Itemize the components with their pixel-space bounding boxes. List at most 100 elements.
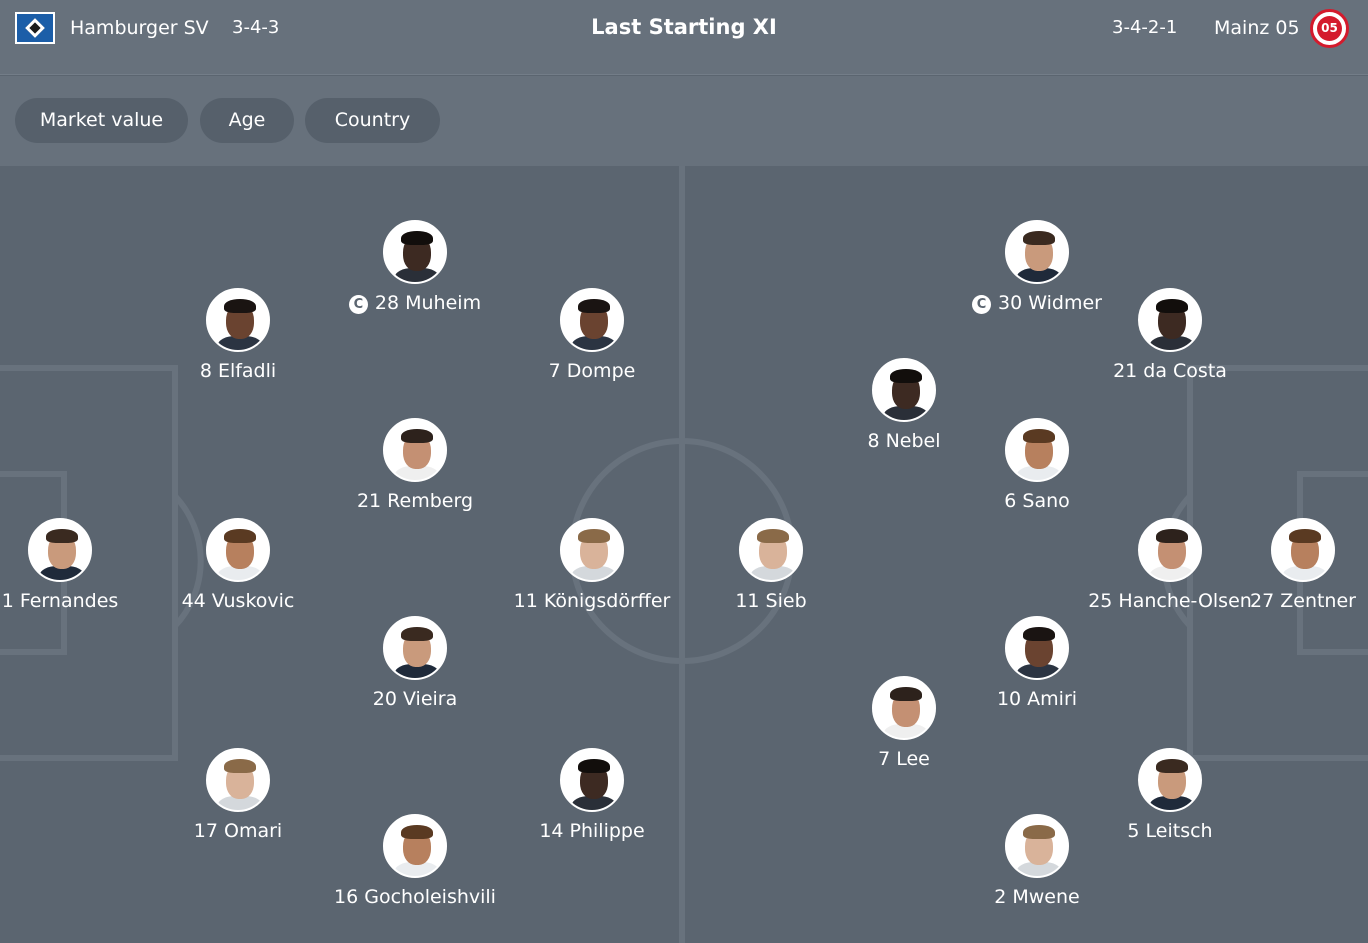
player-name[interactable]: 44 Vuskovic [148,590,328,612]
player-name[interactable]: 8 Nebel [814,430,994,452]
player-avatar[interactable] [1138,518,1202,582]
home-player[interactable]: 21 Remberg [325,418,505,512]
mainz-05-logo: 05 [1310,9,1349,48]
player-label: 5 Leitsch [1127,820,1213,842]
player-name[interactable]: 7 Lee [814,748,994,770]
home-player[interactable]: 16 Gocholeishvili [325,814,505,908]
player-avatar[interactable] [1138,288,1202,352]
player-avatar[interactable] [872,358,936,422]
captain-badge-icon: C [972,295,992,314]
player-label: 17 Omari [193,820,283,842]
home-formation: 3-4-3 [232,17,280,38]
player-label: 21 Remberg [356,490,474,512]
away-player[interactable]: 11 Sieb [681,518,861,612]
player-name[interactable]: 1 Fernandes [0,590,150,612]
captain-badge-icon: C [348,295,368,314]
home-player[interactable]: 11 Königsdörffer [502,518,682,612]
player-name[interactable]: 11 Königsdörffer [502,590,682,612]
country-filter-button[interactable]: Country [305,98,440,143]
hamburger-sv-logo [15,12,55,44]
away-player[interactable]: 10 Amiri [947,616,1127,710]
player-avatar[interactable] [739,518,803,582]
player-label: 28 Muheim [374,292,482,314]
player-name[interactable]: 16 Gocholeishvili [325,886,505,908]
home-player[interactable]: 7 Dompe [502,288,682,382]
away-player[interactable]: 5 Leitsch [1080,748,1260,842]
away-player[interactable]: 8 Nebel [814,358,994,452]
home-player[interactable]: 8 Elfadli [148,288,328,382]
player-name[interactable]: 14 Philippe [502,820,682,842]
player-label: 10 Amiri [996,688,1078,710]
player-avatar[interactable] [1005,418,1069,482]
away-formation: 3-4-2-1 [1112,17,1178,38]
away-player[interactable]: C 30 Widmer [947,220,1127,314]
player-avatar[interactable] [560,518,624,582]
player-name[interactable]: 10 Amiri [947,688,1127,710]
player-name[interactable]: 17 Omari [148,820,328,842]
player-avatar[interactable] [1138,748,1202,812]
age-filter-button[interactable]: Age [200,98,294,143]
player-name[interactable]: 20 Vieira [325,688,505,710]
away-player[interactable]: 21 da Costa [1080,288,1260,382]
player-avatar[interactable] [872,676,936,740]
home-player[interactable]: 20 Vieira [325,616,505,710]
player-avatar[interactable] [1005,220,1069,284]
away-player[interactable]: 7 Lee [814,676,994,770]
player-name[interactable]: 7 Dompe [502,360,682,382]
home-player[interactable]: 44 Vuskovic [148,518,328,612]
player-label: 7 Dompe [548,360,636,382]
player-label: 20 Vieira [372,688,458,710]
filter-bar: Market value Age Country [0,76,1368,166]
player-avatar[interactable] [206,748,270,812]
mainz-logo-text: 05 [1317,16,1342,41]
away-team-name[interactable]: Mainz 05 [1214,17,1300,39]
player-label: 1 Fernandes [1,590,119,612]
home-player[interactable]: C 28 Muheim [325,220,505,314]
player-name[interactable]: 21 Remberg [325,490,505,512]
pitch: 1 Fernandes 44 Vuskovic 8 Elfadli 17 Omari C… [0,166,1368,943]
player-label: 30 Widmer [998,292,1102,314]
player-label: 14 Philippe [539,820,645,842]
player-label: 2 Mwene [994,886,1080,908]
market-value-filter-button[interactable]: Market value [15,98,188,143]
player-label: 21 da Costa [1113,360,1227,382]
player-label: 7 Lee [878,748,930,770]
player-label: 11 Sieb [735,590,807,612]
away-player[interactable]: 25 Hanche-Olsen [1080,518,1260,612]
player-name[interactable]: 11 Sieb [681,590,861,612]
player-avatar[interactable] [206,288,270,352]
player-label: 27 Zentner [1250,590,1356,612]
player-avatar[interactable] [383,220,447,284]
away-player[interactable]: 27 Zentner [1213,518,1368,612]
player-label: 16 Gocholeishvili [334,886,496,908]
player-name[interactable]: 6 Sano [947,490,1127,512]
player-name[interactable]: 5 Leitsch [1080,820,1260,842]
away-player[interactable]: 2 Mwene [947,814,1127,908]
player-name[interactable]: 8 Elfadli [148,360,328,382]
player-name[interactable]: 21 da Costa [1080,360,1260,382]
home-player[interactable]: 1 Fernandes [0,518,150,612]
player-avatar[interactable] [1005,616,1069,680]
player-avatar[interactable] [1005,814,1069,878]
away-player[interactable]: 6 Sano [947,418,1127,512]
home-team-name[interactable]: Hamburger SV [70,17,209,39]
player-avatar[interactable] [28,518,92,582]
player-name[interactable]: C 28 Muheim [325,292,505,314]
player-avatar[interactable] [383,418,447,482]
player-avatar[interactable] [560,748,624,812]
player-label: 6 Sano [1004,490,1070,512]
home-player[interactable]: 14 Philippe [502,748,682,842]
player-label: 8 Elfadli [199,360,277,382]
player-avatar[interactable] [383,814,447,878]
home-player[interactable]: 17 Omari [148,748,328,842]
player-avatar[interactable] [206,518,270,582]
player-name[interactable]: 2 Mwene [947,886,1127,908]
player-avatar[interactable] [1271,518,1335,582]
player-label: 44 Vuskovic [181,590,295,612]
player-name[interactable]: 27 Zentner [1213,590,1368,612]
player-name[interactable]: C 30 Widmer [947,292,1127,314]
player-avatar[interactable] [383,616,447,680]
player-label: 8 Nebel [867,430,941,452]
player-name[interactable]: 25 Hanche-Olsen [1080,590,1260,612]
player-avatar[interactable] [560,288,624,352]
